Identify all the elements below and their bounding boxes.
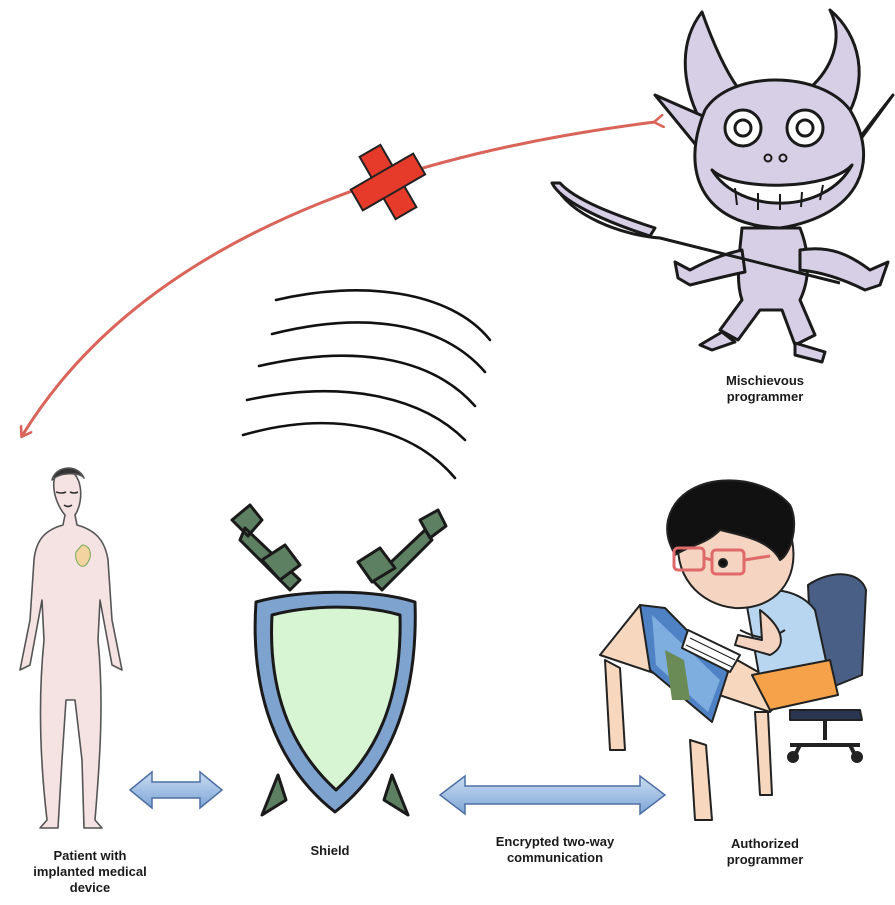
shield-label: Shield <box>280 843 380 859</box>
authorized-programmer-icon <box>600 480 866 820</box>
communication-label: Encrypted two-way communication <box>465 834 645 866</box>
shield-icon <box>232 505 446 815</box>
mischievous-programmer-label: Mischievous programmer <box>690 373 840 405</box>
devil-icon <box>552 10 893 362</box>
double-arrow-patient-shield <box>130 772 222 808</box>
patient-label: Patient with implanted medical device <box>0 848 180 896</box>
attack-arc <box>22 122 655 436</box>
block-cross-icon <box>339 133 437 231</box>
signal-waves-icon <box>243 290 490 478</box>
authorized-programmer-label: Authorized programmer <box>690 836 840 868</box>
double-arrow-shield-programmer <box>440 776 665 814</box>
patient-icon <box>20 468 122 828</box>
